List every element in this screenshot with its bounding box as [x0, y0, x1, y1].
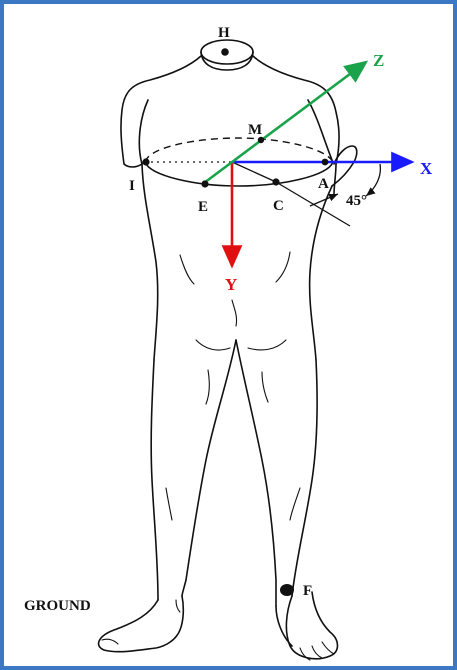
label-a: A	[318, 176, 329, 192]
label-m: M	[248, 122, 262, 138]
label-z: Z	[373, 51, 384, 70]
line-origin-c	[232, 162, 276, 182]
point-i	[142, 158, 149, 165]
label-f: F	[303, 583, 312, 599]
label-c: C	[273, 198, 284, 214]
point-a	[322, 159, 329, 166]
legs-outline	[99, 340, 338, 659]
point-h	[221, 48, 229, 56]
z-axis-arrow	[204, 62, 366, 183]
label-i: I	[129, 178, 135, 194]
label-h: H	[218, 25, 230, 41]
point-c	[272, 178, 279, 185]
label-angle: 45°	[346, 193, 367, 209]
body-details	[102, 252, 334, 660]
label-x: X	[420, 159, 433, 178]
torso-outline	[121, 56, 357, 360]
point-e	[201, 180, 208, 187]
point-f	[280, 584, 294, 596]
label-ground: GROUND	[24, 598, 91, 614]
label-y: Y	[225, 275, 237, 294]
label-e: E	[198, 199, 208, 215]
